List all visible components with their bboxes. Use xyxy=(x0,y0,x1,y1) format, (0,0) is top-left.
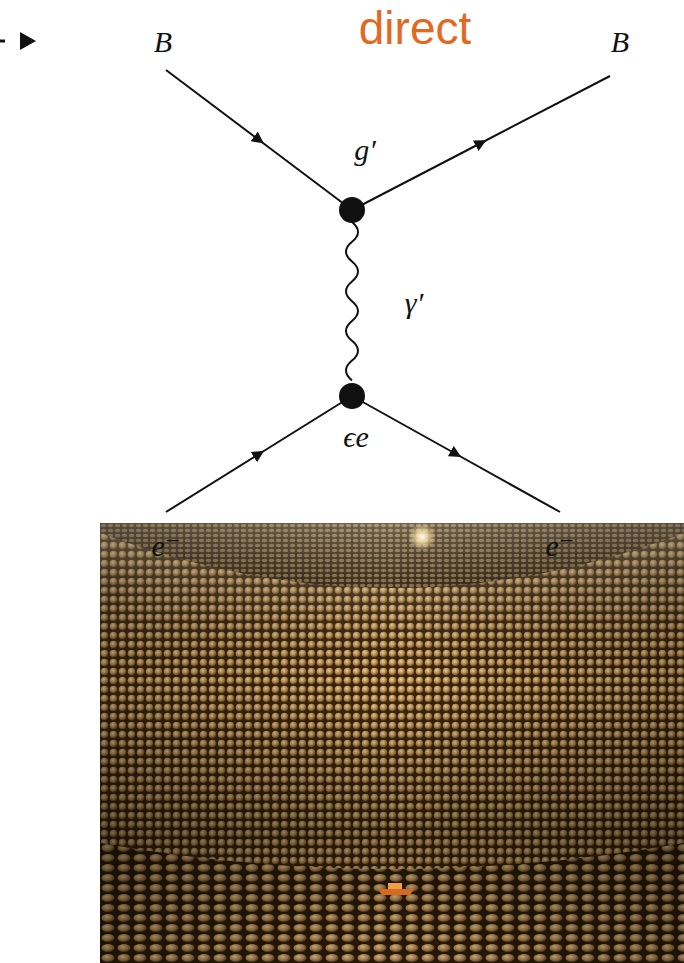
particle-label: B xyxy=(611,27,629,57)
mediator-label: γ′ xyxy=(405,288,423,318)
fermion-line xyxy=(352,76,610,210)
coupling-label: ϵe xyxy=(343,422,368,452)
detector-photo xyxy=(100,523,684,963)
particle-label: e⁻ xyxy=(151,531,180,561)
particle-label: B xyxy=(154,27,172,57)
particle-label: e⁻ xyxy=(545,531,574,561)
fermion-line xyxy=(352,396,560,512)
photon-line xyxy=(346,222,358,380)
pointer-arrow xyxy=(0,32,36,50)
vertex-dot xyxy=(339,383,365,409)
boat xyxy=(378,883,414,895)
fermion-line xyxy=(166,70,352,210)
coupling-label: g′ xyxy=(354,135,376,165)
fermion-line xyxy=(166,396,352,512)
vertex-dot xyxy=(339,197,365,223)
title: direct xyxy=(359,5,471,51)
